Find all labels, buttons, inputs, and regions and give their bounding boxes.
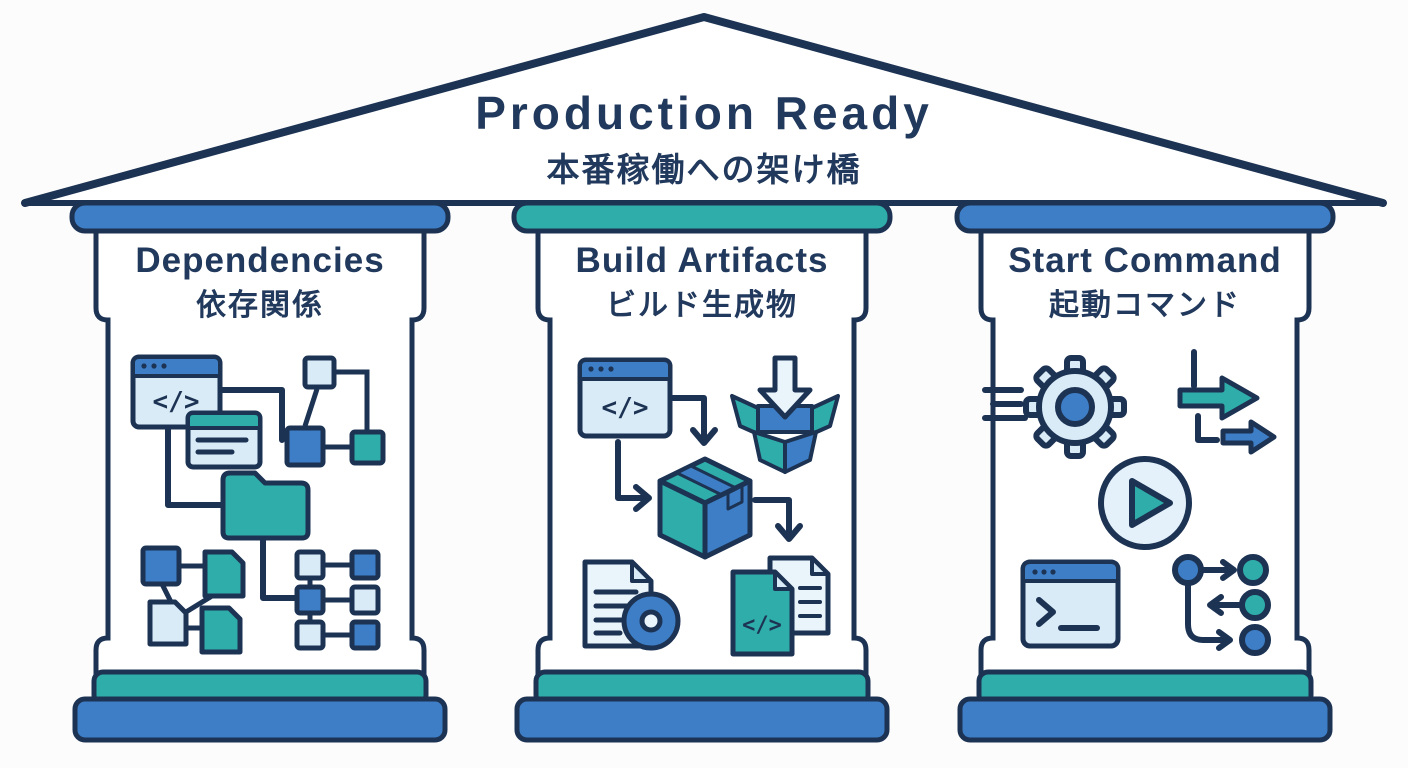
pillar-capital — [69, 200, 451, 234]
roof-subtitle: 本番稼働への架け橋 — [546, 151, 862, 188]
roof-slope-outline — [21, 13, 1387, 207]
folder-icon — [220, 470, 311, 541]
package-open-box-icon — [730, 355, 840, 474]
pillar-title-en: Start Command — [1008, 241, 1282, 280]
roof-title: Production Ready — [475, 87, 933, 139]
module-tree-icon — [294, 549, 381, 651]
svg-text:</>: </> — [602, 393, 649, 423]
workflow-steps-icon — [1172, 554, 1271, 656]
code-window-icon: </> — [130, 354, 223, 430]
pillar-title-ja: ビルド生成物 — [606, 289, 798, 322]
package-box-icon — [657, 456, 753, 560]
dependency-connector-lines — [165, 387, 303, 601]
pillar-start-command: Start Command 起動コマンド — [951, 200, 1339, 748]
pillar-header: Dependencies 依存関係 — [66, 240, 454, 325]
file-link-graph-icon — [140, 545, 246, 655]
build-flow-arrows — [615, 395, 803, 542]
pillar-base — [957, 696, 1333, 743]
pillar-title-en: Build Artifacts — [575, 241, 829, 280]
play-button-icon — [1098, 456, 1192, 550]
document-disc-icon — [582, 559, 681, 651]
terminal-window-icon — [1020, 559, 1121, 649]
code-window-icon: </> — [577, 357, 673, 439]
pillar-build-artifacts: </> — [508, 200, 896, 748]
svg-text:</>: </> — [742, 613, 782, 638]
pillar-title-ja: 起動コマンド — [1049, 289, 1241, 322]
pillar-base — [72, 696, 448, 743]
list-window-icon — [185, 410, 263, 470]
code-documents-icon: </> — [730, 555, 831, 657]
pillar-header: Build Artifacts ビルド生成物 — [508, 240, 896, 325]
pillar-header: Start Command 起動コマンド — [951, 240, 1339, 325]
pillar-base — [514, 696, 890, 743]
pillar-title-en: Dependencies — [135, 241, 385, 280]
gear-icon — [982, 355, 1127, 459]
forward-arrows-icon — [1177, 349, 1277, 455]
dependency-graph-icon — [284, 355, 386, 468]
pillar-dependencies: </> — [66, 200, 454, 748]
pillar-title-ja: 依存関係 — [196, 289, 324, 322]
pillar-capital — [954, 200, 1336, 234]
pillar-capital — [511, 200, 893, 234]
